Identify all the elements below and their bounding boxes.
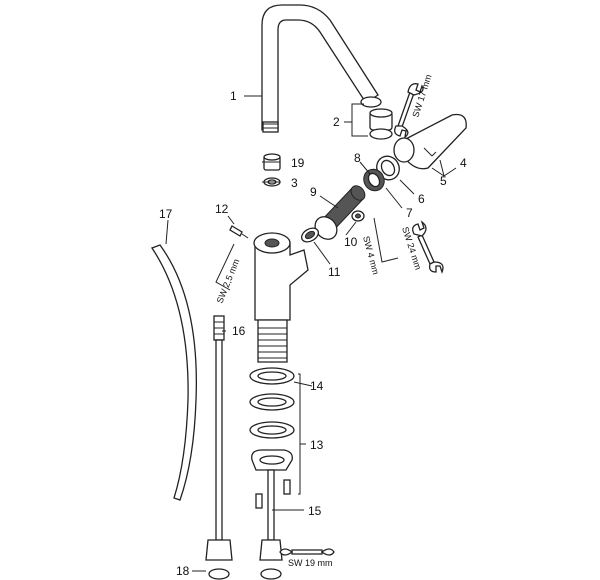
tool-label-sw17: SW 17 mm <box>410 73 433 118</box>
hex-key-icon <box>215 243 235 291</box>
callout-1: 1 <box>230 89 237 103</box>
callout-8: 8 <box>354 151 361 165</box>
cartridge-part-9 <box>314 185 366 240</box>
callout-19: 19 <box>291 156 305 170</box>
tool-label-sw19: SW 19 mm <box>288 558 333 568</box>
callout-13: 13 <box>310 438 324 452</box>
callout-6: 6 <box>418 192 425 206</box>
supply-hose-part-16 <box>205 315 233 580</box>
callout-15: 15 <box>308 504 322 518</box>
leader-lines <box>165 95 457 572</box>
wrench-icon <box>412 220 444 274</box>
callout-5: 5 <box>440 174 447 188</box>
flexible-hose-part-17 <box>151 244 198 501</box>
callout-14: 14 <box>310 379 324 393</box>
threaded-rod-part-15 <box>259 469 283 580</box>
cover-sleeve-part-4 <box>393 113 467 170</box>
wrench-icon <box>279 548 335 556</box>
callout-18: 18 <box>176 564 190 578</box>
bolts <box>255 479 291 509</box>
callout-4: 4 <box>460 156 467 170</box>
callout-16: 16 <box>232 324 246 338</box>
ring-part-8 <box>363 168 385 192</box>
screw-part-12 <box>229 225 249 239</box>
spout-connector-part-2 <box>360 96 393 140</box>
callout-10: 10 <box>344 235 358 249</box>
callout-3: 3 <box>291 176 298 190</box>
callout-2: 2 <box>333 115 340 129</box>
callout-17: 17 <box>159 207 173 221</box>
mounting-washers-part-13 <box>249 367 295 471</box>
callout-7: 7 <box>406 206 413 220</box>
spout-part-1 <box>261 4 379 133</box>
wrench-icon <box>394 83 424 139</box>
washer-part-10 <box>351 210 365 222</box>
tool-label-sw25: SW 2,5 mm <box>215 257 242 304</box>
nut-part-19 <box>263 153 281 171</box>
callout-9: 9 <box>310 185 317 199</box>
callout-11: 11 <box>328 265 341 279</box>
faucet-body <box>253 232 309 363</box>
hex-key-icon <box>373 217 399 263</box>
seal-part-11 <box>300 227 320 243</box>
callout-12: 12 <box>215 202 229 216</box>
